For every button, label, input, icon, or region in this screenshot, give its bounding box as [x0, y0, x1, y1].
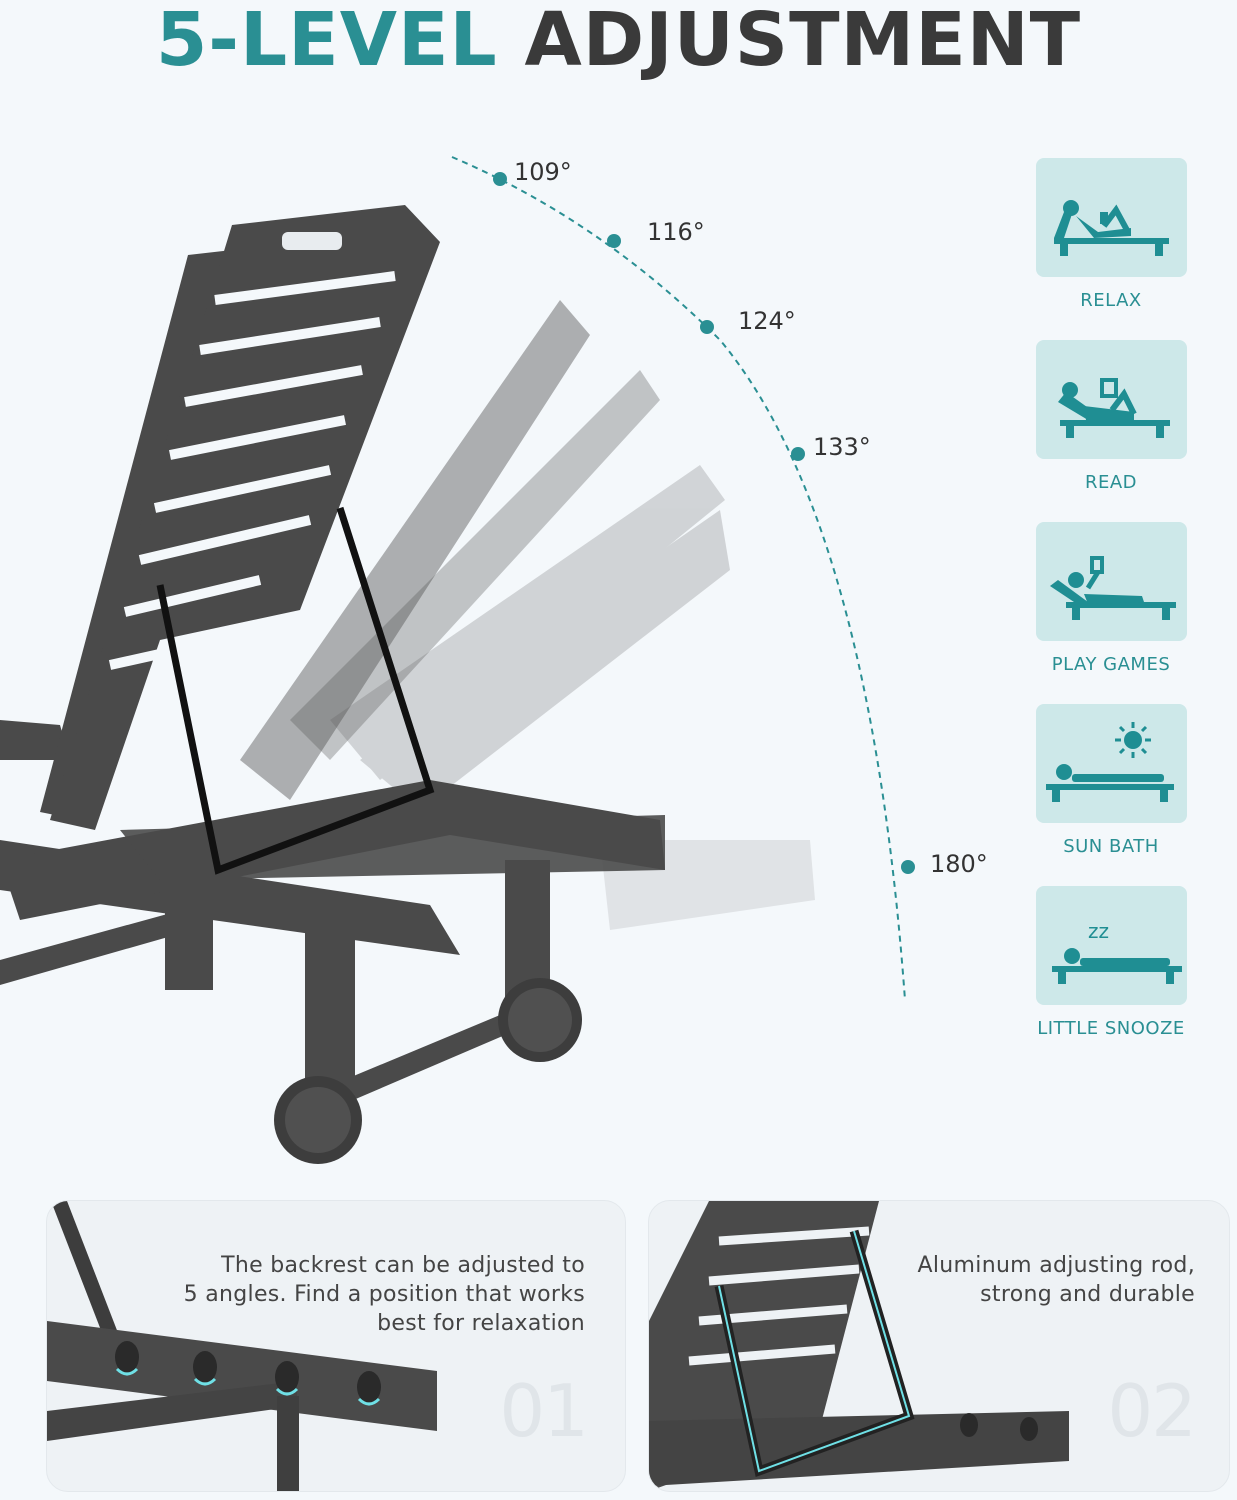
title-accent: 5-LEVEL [155, 0, 498, 83]
rod-closeup-illustration [649, 1201, 1069, 1491]
detail-panel-01: The backrest can be adjusted to 5 angles… [46, 1200, 626, 1492]
angle-label-124: 124° [738, 307, 796, 335]
mode-label-play-games: PLAY GAMES [1051, 654, 1171, 675]
mode-card-little-snooze: zz [1036, 886, 1187, 1005]
sun-icon [1124, 731, 1142, 749]
play-games-icon [1050, 556, 1176, 620]
panel-02-number: 02 [1107, 1369, 1197, 1453]
lounger-illustration [0, 156, 915, 1164]
angle-dot-133 [791, 447, 805, 461]
angle-label-109: 109° [514, 158, 572, 186]
backrest-upright [40, 205, 440, 830]
sun-bath-icon [1046, 722, 1174, 802]
slot-closeup-illustration [47, 1201, 437, 1491]
read-icon [1058, 378, 1170, 438]
panel-02-text: Aluminum adjusting rod, strong and durab… [917, 1253, 1195, 1307]
angle-arc [451, 156, 906, 1001]
ghost-backrest-3 [290, 370, 660, 760]
angle-dot-124 [700, 320, 714, 334]
seat-frame [0, 720, 665, 1110]
relax-icon [1054, 200, 1169, 256]
angle-label-116: 116° [647, 218, 705, 246]
title-rest: ADJUSTMENT [524, 0, 1082, 83]
mode-label-read: READ [1084, 472, 1138, 493]
angle-dot-109 [493, 172, 507, 186]
angle-label-180: 180° [930, 850, 988, 878]
angle-label-133: 133° [813, 433, 871, 461]
page-title: 5-LEVEL ADJUSTMENT [0, 0, 1237, 80]
ghost-backrest-2 [240, 300, 590, 800]
angle-dot-116 [607, 234, 621, 248]
mode-card-play-games [1036, 522, 1187, 641]
mode-card-read [1036, 340, 1187, 459]
mode-card-relax [1036, 158, 1187, 277]
panel-01-text: The backrest can be adjusted to 5 angles… [183, 1253, 585, 1336]
mode-label-sun-bath: SUN BATH [1063, 836, 1159, 857]
detail-panel-02: Aluminum adjusting rod, strong and durab… [648, 1200, 1230, 1492]
snooze-glyph: zz [1088, 919, 1109, 943]
ghost-backrest-4 [330, 465, 730, 810]
mode-card-sun-bath [1036, 704, 1187, 823]
little-snooze-icon: zz [1052, 919, 1182, 984]
mode-label-relax: RELAX [1080, 290, 1142, 311]
adjusting-rod [156, 506, 435, 875]
panel-01-number: 01 [499, 1369, 589, 1453]
mode-label-little-snooze: LITTLE SNOOZE [1037, 1018, 1185, 1039]
angle-dot-180 [901, 860, 915, 874]
